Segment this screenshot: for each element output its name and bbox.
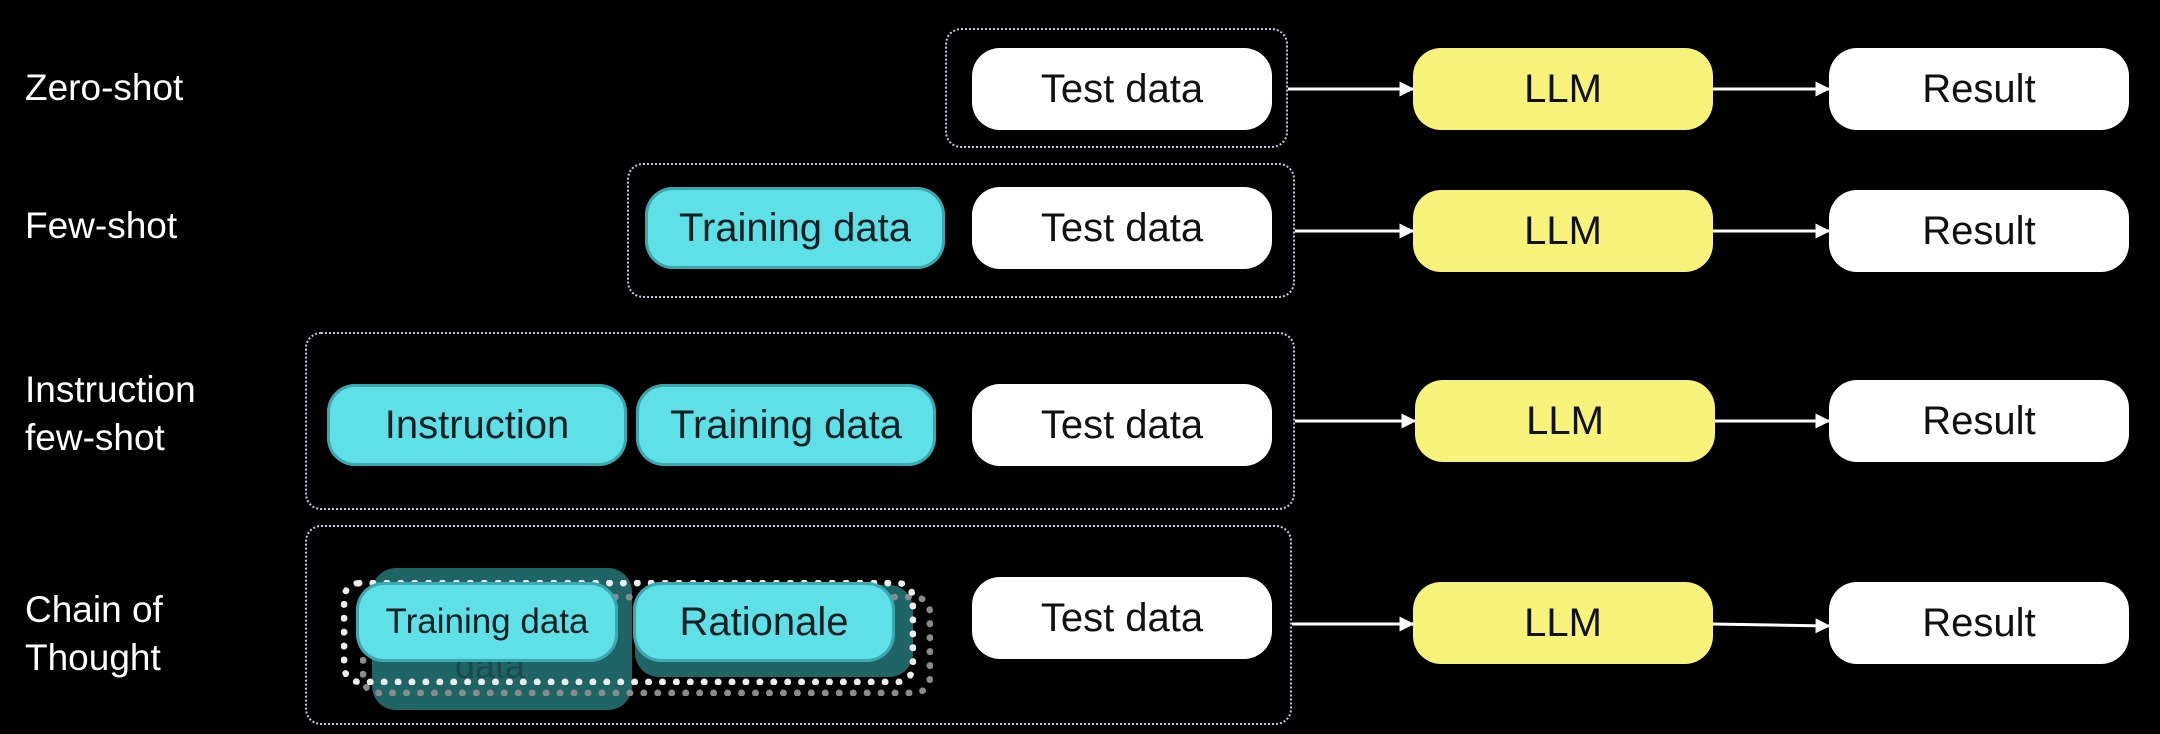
zero-shot-test-data-box: Test data <box>972 48 1272 130</box>
row-label-chain-of-thought: Chain of Thought <box>25 589 163 678</box>
few-shot-training-data-box: Training data <box>645 187 945 269</box>
zero-shot-prompt-group <box>945 28 1288 148</box>
instruction-few-shot-llm-box: LLM <box>1415 380 1715 462</box>
few-shot-result-box: Result <box>1829 190 2129 272</box>
zero-shot-llm-box: LLM <box>1413 48 1713 130</box>
row-label-few-shot: Few-shot <box>25 205 178 246</box>
cot-llm-box: LLM <box>1413 582 1713 664</box>
instruction-box: Instruction <box>327 384 627 466</box>
cot-test-data-box: Test data <box>972 577 1272 659</box>
instruction-few-shot-result-box: Result <box>1829 380 2129 462</box>
few-shot-prompt-group <box>627 163 1295 298</box>
cot-example-frame <box>341 580 916 685</box>
few-shot-llm-box: LLM <box>1413 190 1713 272</box>
zero-shot-result-box: Result <box>1829 48 2129 130</box>
instruction-few-shot-training-data-box: Training data <box>636 384 936 466</box>
chain-of-thought-prompt-group <box>305 525 1292 725</box>
cot-training-data-box: Training data <box>356 582 618 662</box>
cot-rationale-box: Rationale <box>633 582 895 662</box>
arrow-cot-llm-to-result <box>1712 618 1831 634</box>
instruction-few-shot-test-data-box: Test data <box>972 384 1272 466</box>
row-label-instruction-few-shot: Instruction few-shot <box>25 369 196 458</box>
few-shot-test-data-box: Test data <box>972 187 1272 269</box>
instruction-few-shot-prompt-group <box>305 332 1295 510</box>
cot-result-box: Result <box>1829 582 2129 664</box>
row-label-zero-shot: Zero-shot <box>25 67 184 108</box>
